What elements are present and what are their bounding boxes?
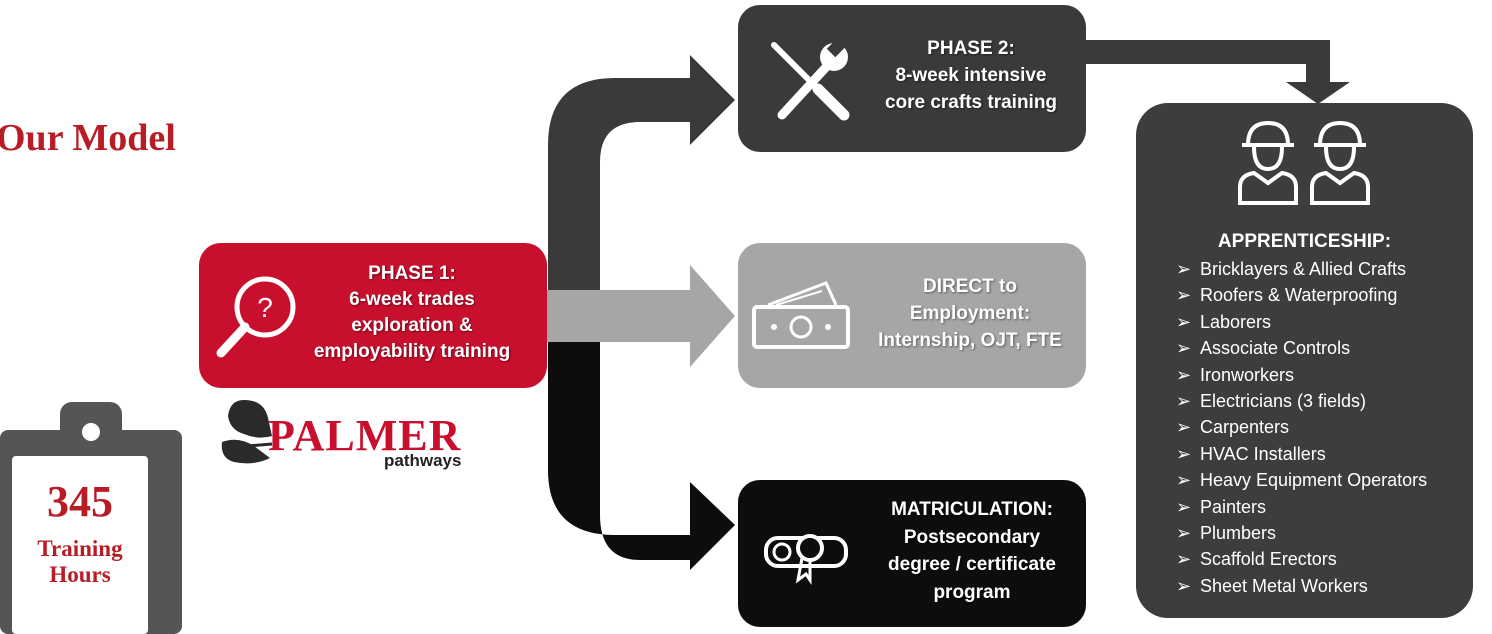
apprenticeship-list: ➢ Bricklayers & Allied Crafts ➢ Roofers & W… xyxy=(1176,256,1427,599)
apprenticeship-item: ➢ Heavy Equipment Operators xyxy=(1176,467,1427,493)
arrow-to-phase2 xyxy=(548,55,735,290)
apprenticeship-item-label: Bricklayers & Allied Crafts xyxy=(1200,259,1407,279)
apprenticeship-item-label: Ironworkers xyxy=(1200,364,1295,385)
apprenticeship-item-label: Roofers & Waterproofing xyxy=(1200,285,1398,306)
hours-value: 345 xyxy=(47,477,113,526)
apprenticeship-item: ➢ Laborers xyxy=(1176,309,1427,335)
apprenticeship-item: ➢ Plumbers xyxy=(1176,520,1427,546)
arrow-to-matriculation xyxy=(548,342,735,570)
bullet-arrow-icon: ➢ xyxy=(1176,496,1192,517)
bullet-arrow-icon: ➢ xyxy=(1176,549,1192,570)
phase2-text: PHASE 2: 8-week intensive core crafts tr… xyxy=(866,35,1076,116)
apprenticeship-item: ➢ Carpenters xyxy=(1176,414,1427,440)
phase2-line2: 8-week intensive xyxy=(895,65,1047,86)
phase1-text: PHASE 1: 6-week trades exploration & emp… xyxy=(287,261,537,365)
phase2-box: PHASE 2: 8-week intensive core crafts tr… xyxy=(738,5,1086,152)
bullet-arrow-icon: ➢ xyxy=(1176,364,1192,385)
welder-icon xyxy=(221,400,273,464)
direct-text: DIRECT to Employment: Internship, OJT, F… xyxy=(860,273,1080,354)
apprenticeship-item-label: Heavy Equipment Operators xyxy=(1200,470,1428,491)
apprenticeship-item-label: Associate Controls xyxy=(1200,338,1351,359)
apprenticeship-item: ➢ Ironworkers xyxy=(1176,362,1427,388)
matriculation-line3: degree / certificate xyxy=(888,554,1056,575)
apprenticeship-item-label: Scaffold Erectors xyxy=(1200,549,1337,570)
phase1-box: ? PHASE 1: 6-week trades exploration & e… xyxy=(199,243,547,388)
bullet-arrow-icon: ➢ xyxy=(1176,285,1192,306)
diploma-icon xyxy=(764,534,848,585)
bullet-arrow-icon: ➢ xyxy=(1176,259,1192,279)
direct-box: DIRECT to Employment: Internship, OJT, F… xyxy=(738,243,1086,388)
apprenticeship-item-label: Painters xyxy=(1200,496,1267,517)
apprenticeship-item-label: HVAC Installers xyxy=(1200,443,1326,464)
bullet-arrow-icon: ➢ xyxy=(1176,417,1192,438)
page-title: Our Model xyxy=(0,117,176,159)
matriculation-line2: Postsecondary xyxy=(903,526,1041,548)
apprenticeship-item-label: Laborers xyxy=(1200,311,1272,332)
phase1-line4: employability training xyxy=(313,341,511,362)
apprenticeship-item: ➢ HVAC Installers xyxy=(1176,441,1427,467)
apprenticeship-item: ➢ Associate Controls xyxy=(1176,335,1427,361)
hours-label: Training Hours xyxy=(12,536,148,588)
hours-label-line1: Training xyxy=(37,536,123,561)
apprenticeship-item: ➢ Electricians (3 fields) xyxy=(1176,388,1427,414)
logo-sub: pathways xyxy=(384,451,462,470)
phase1-line1: PHASE 1: xyxy=(368,263,456,284)
apprenticeship-item: ➢ Roofers & Waterproofing xyxy=(1176,282,1427,308)
logo-name: PALMER xyxy=(268,411,462,460)
bullet-arrow-icon: ➢ xyxy=(1176,443,1192,464)
direct-line2: Employment: xyxy=(909,303,1031,324)
bullet-arrow-icon: ➢ xyxy=(1176,523,1192,544)
apprenticeship-title: APPRENTICESHIP: xyxy=(1217,231,1392,252)
bullet-arrow-icon: ➢ xyxy=(1176,470,1192,491)
phase1-line2: 6-week trades xyxy=(349,289,475,310)
apprenticeship-item-label: Plumbers xyxy=(1200,523,1277,544)
matriculation-text: MATRICULATION: Postsecondary degree / ce… xyxy=(866,496,1078,606)
matriculation-line1: MATRICULATION: xyxy=(891,499,1053,520)
arrow-to-apprenticeship xyxy=(1080,40,1350,104)
svg-text:?: ? xyxy=(257,292,273,323)
hours-label-line2: Hours xyxy=(49,562,111,587)
direct-line1: DIRECT to xyxy=(923,276,1017,297)
magnifier-question-icon: ? xyxy=(216,276,296,358)
phase1-line3: exploration & xyxy=(351,315,473,336)
bullet-arrow-icon: ➢ xyxy=(1176,311,1192,332)
phase2-line1: PHASE 2: xyxy=(927,38,1015,59)
phase2-line3: core crafts training xyxy=(884,92,1058,113)
apprenticeship-item: ➢ Sheet Metal Workers xyxy=(1176,573,1427,599)
matriculation-box: MATRICULATION: Postsecondary degree / ce… xyxy=(738,480,1086,627)
apprenticeship-box: APPRENTICESHIP: ➢ Bricklayers & Allied Cr… xyxy=(1136,103,1473,618)
apprenticeship-item: ➢ Bricklayers & Allied Crafts xyxy=(1176,256,1427,282)
money-icon xyxy=(752,281,850,349)
apprenticeship-item-label: Electricians (3 fields) xyxy=(1200,391,1367,412)
workers-icon xyxy=(1238,120,1370,205)
tools-icon xyxy=(771,38,850,121)
apprenticeship-item-label: Carpenters xyxy=(1200,417,1290,438)
apprenticeship-item-label: Sheet Metal Workers xyxy=(1200,575,1368,596)
arrow-to-direct xyxy=(540,265,735,367)
matriculation-line4: program xyxy=(933,581,1011,603)
bullet-arrow-icon: ➢ xyxy=(1176,391,1192,412)
clipboard-icon xyxy=(0,402,182,634)
apprenticeship-item: ➢ Scaffold Erectors xyxy=(1176,546,1427,572)
direct-line3: Internship, OJT, FTE xyxy=(878,330,1062,351)
bullet-arrow-icon: ➢ xyxy=(1176,575,1192,596)
apprenticeship-item: ➢ Painters xyxy=(1176,494,1427,520)
bullet-arrow-icon: ➢ xyxy=(1176,338,1192,359)
